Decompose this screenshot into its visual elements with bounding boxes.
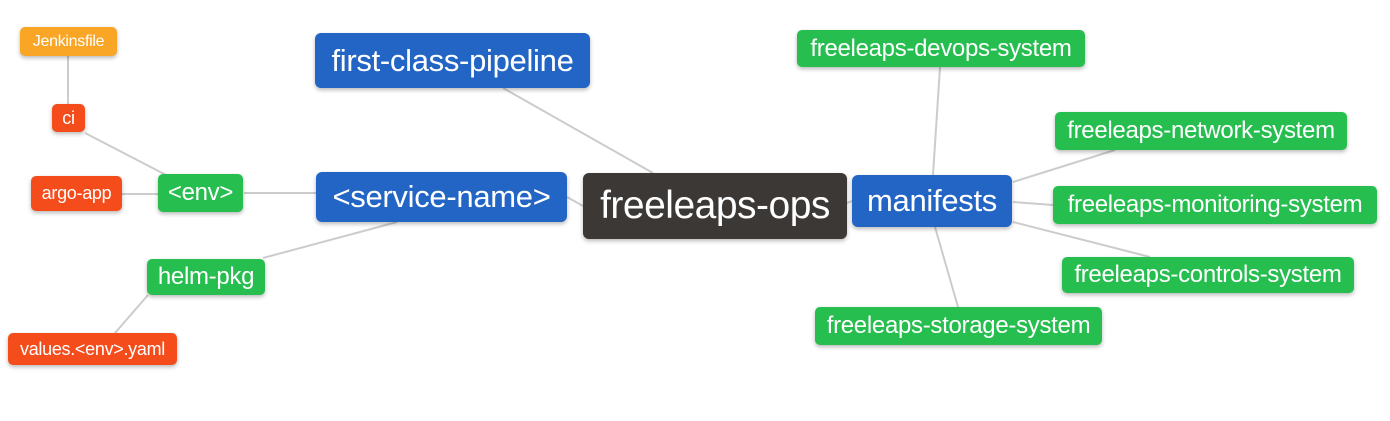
edge-root-service-name xyxy=(566,196,584,207)
node-jenkinsfile[interactable]: Jenkinsfile xyxy=(20,27,117,56)
edge-env-ci xyxy=(84,132,169,177)
edge-root-pipeline xyxy=(502,87,654,174)
edge-manifests-controls xyxy=(1012,221,1151,258)
node-values-env-yaml[interactable]: values.<env>.yaml xyxy=(8,333,177,365)
node-manifests[interactable]: manifests xyxy=(852,175,1012,227)
node-ci[interactable]: ci xyxy=(52,104,85,132)
node-freeleaps-controls-system[interactable]: freeleaps-controls-system xyxy=(1062,257,1354,293)
node-freeleaps-storage-system[interactable]: freeleaps-storage-system xyxy=(815,307,1102,345)
edge-manifests-storage xyxy=(934,226,959,308)
edge-manifests-network xyxy=(1012,149,1116,183)
node-first-class-pipeline[interactable]: first-class-pipeline xyxy=(315,33,590,88)
node-freeleaps-ops[interactable]: freeleaps-ops xyxy=(583,173,847,239)
edge-root-manifests xyxy=(846,200,853,204)
node-helm-pkg[interactable]: helm-pkg xyxy=(147,259,265,295)
edge-manifests-devops xyxy=(932,66,941,176)
node-freeleaps-network-system[interactable]: freeleaps-network-system xyxy=(1055,112,1347,150)
node-freeleaps-devops-system[interactable]: freeleaps-devops-system xyxy=(797,30,1085,67)
node-service-name[interactable]: <service-name> xyxy=(316,172,567,222)
edge-service-name-helm-pkg xyxy=(262,221,398,259)
edge-helm-pkg-values-yaml xyxy=(114,294,149,334)
edge-manifests-monitoring xyxy=(1012,201,1054,206)
node-argo-app[interactable]: argo-app xyxy=(31,176,122,211)
node-freeleaps-monitoring-system[interactable]: freeleaps-monitoring-system xyxy=(1053,186,1377,224)
node-env[interactable]: <env> xyxy=(158,174,243,212)
